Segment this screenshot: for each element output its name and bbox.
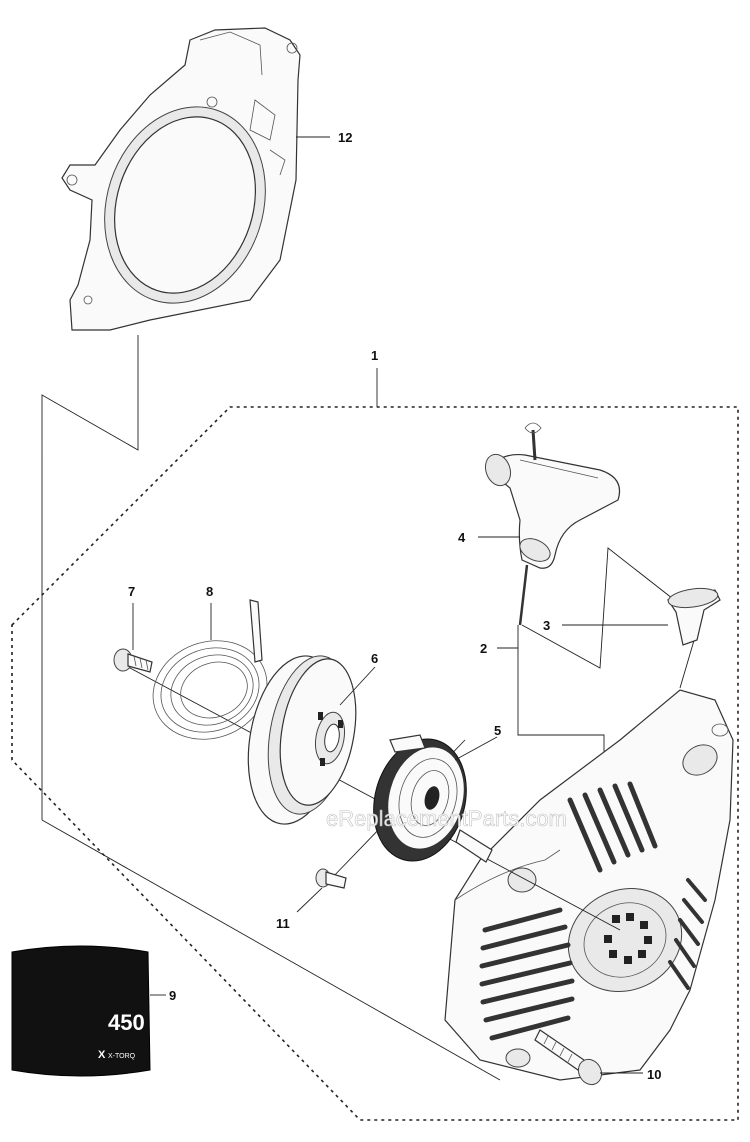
part-6-pulley bbox=[247, 655, 357, 825]
bracket-2 bbox=[517, 625, 605, 780]
projection-line-12 bbox=[41, 335, 139, 820]
leader-5 bbox=[296, 887, 323, 913]
part-7-screw bbox=[113, 648, 153, 673]
part-2-starter-housing bbox=[444, 689, 734, 1081]
part-8-recoil-spring bbox=[152, 599, 268, 740]
callout-2: 2 bbox=[480, 641, 487, 656]
projection-line-12b bbox=[41, 819, 501, 1081]
part-12-fan-housing bbox=[61, 27, 301, 331]
watermark: eReplacementParts.com bbox=[326, 806, 567, 831]
callout-8: 8 bbox=[206, 584, 213, 599]
callout-7: 7 bbox=[128, 584, 135, 599]
part-3-rope-guide bbox=[667, 587, 721, 646]
decal-line-text: X bbox=[98, 1049, 106, 1061]
assembly-boundary-1 bbox=[11, 406, 739, 1121]
decal-model-text: 450 bbox=[108, 1010, 145, 1035]
leader-6 bbox=[339, 666, 376, 706]
leader-4 bbox=[454, 736, 498, 761]
part-4-spring-cassette bbox=[373, 734, 493, 863]
callout-10: 10 bbox=[647, 1067, 661, 1082]
rope-path-line bbox=[521, 547, 701, 669]
callout-12: 12 bbox=[338, 130, 352, 145]
callout-5: 11 bbox=[276, 916, 290, 931]
part-9-starter-handle bbox=[484, 422, 621, 626]
callout-11: 9 bbox=[169, 988, 176, 1003]
callout-1: 1 bbox=[371, 348, 378, 363]
callout-6: 6 bbox=[371, 651, 378, 666]
decal-small-text: X-TORQ bbox=[108, 1053, 136, 1060]
part-11-decal: 450 X X-TORQ bbox=[11, 945, 151, 1077]
callout-9: 4 bbox=[458, 530, 466, 545]
part-10-screw bbox=[534, 1029, 603, 1086]
callout-4: 5 bbox=[494, 723, 501, 738]
part-5-screw bbox=[315, 868, 347, 889]
assembly-axis-1 bbox=[114, 659, 621, 931]
callout-3: 3 bbox=[543, 618, 550, 633]
